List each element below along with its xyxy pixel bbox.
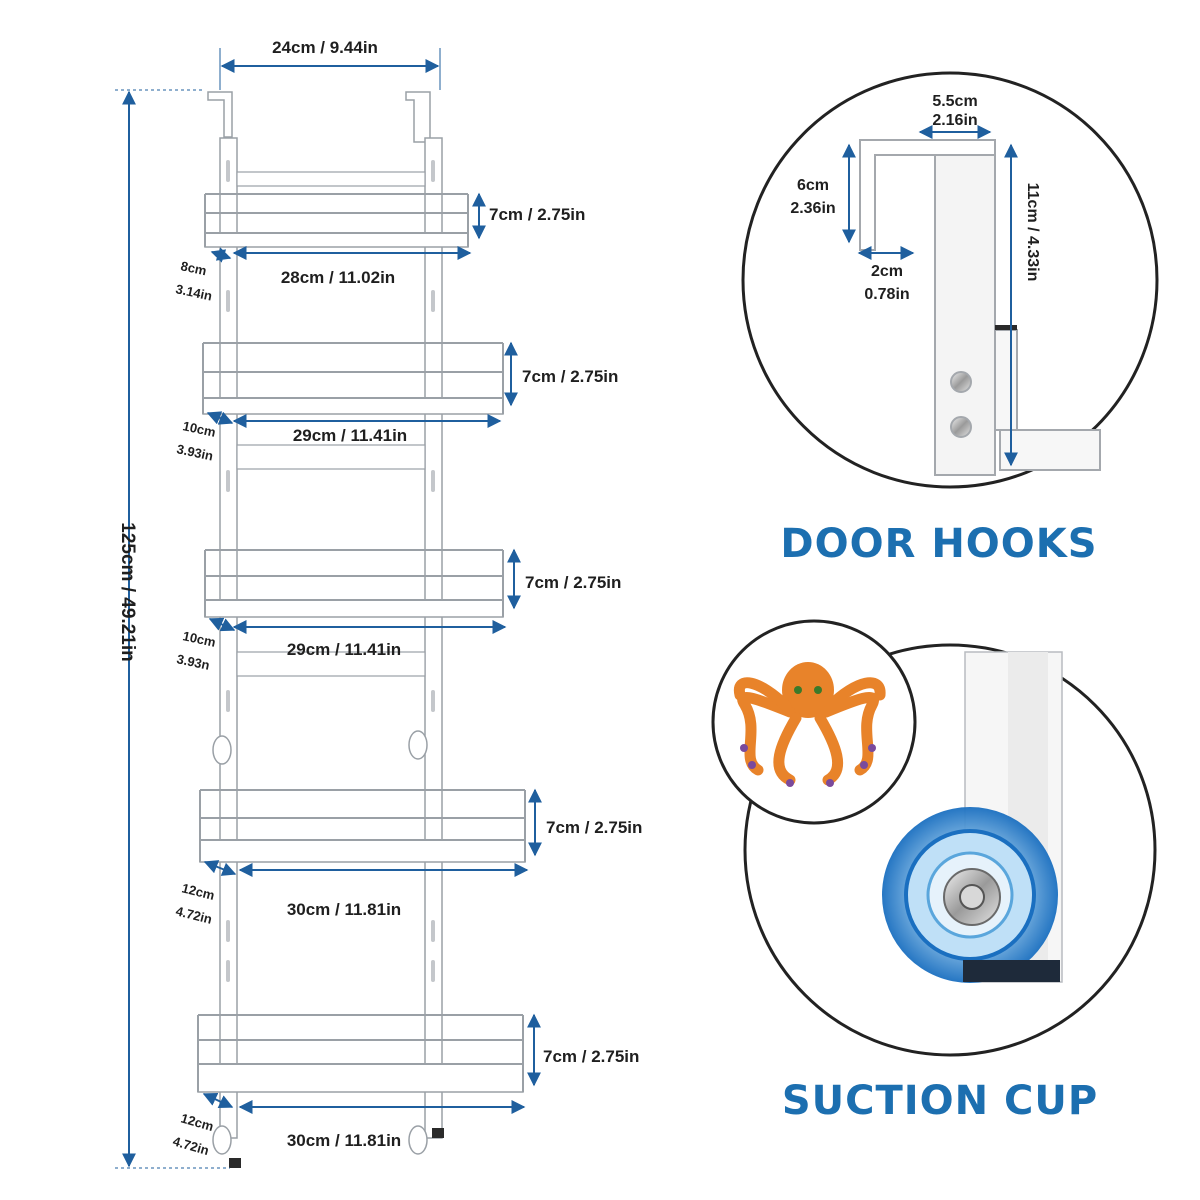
- tier-4-depth-in: 4.72in: [174, 903, 213, 926]
- door-hook-dimension-arrows: [842, 125, 1018, 467]
- tier-1-depth-cm: 8cm: [179, 258, 208, 278]
- octopus-bubble: [711, 619, 917, 825]
- door-hook-inset: 5.5cm 2.16in 6cm 2.36in 2cm 0.78in 11cm …: [741, 71, 1159, 489]
- hook-height-label: 11cm / 4.33in: [1024, 183, 1041, 282]
- tier-3-depth-arrow: [208, 617, 236, 632]
- tier-3-width-label: 29cm / 11.41in: [287, 640, 401, 659]
- hook-front-height-in: 2.36in: [790, 200, 835, 217]
- tier-3-depth-in: 3.93n: [175, 651, 211, 673]
- octopus-suckers: [740, 744, 876, 787]
- rack-shelf-tier-5: [197, 1014, 524, 1093]
- tier-1-depth-in: 3.14in: [174, 281, 213, 303]
- tier-5-width-label: 30cm / 11.81in: [287, 1131, 401, 1150]
- tier-2-depth-arrow: [206, 411, 234, 425]
- hook-front-height-cm: 6cm: [797, 177, 829, 194]
- rack-cross-braces: [236, 171, 426, 677]
- door-hook-dimension-labels: 5.5cm 2.16in 6cm 2.36in 2cm 0.78in 11cm …: [790, 93, 1041, 303]
- rack-shelf-tier-2: [202, 342, 504, 415]
- rack-dimension-arrows: [115, 48, 542, 1169]
- tier-4-depth-arrow: [203, 860, 237, 876]
- hook-screw-bottom: [950, 416, 972, 438]
- tier-2-height-label: 7cm / 2.75in: [522, 367, 618, 386]
- total-height-label: 125cm / 49.21in: [117, 522, 138, 661]
- tier-5-depth-cm: 12cm: [179, 1110, 215, 1134]
- tier-3-height-label: 7cm / 2.75in: [525, 573, 621, 592]
- tier-4-width-label: 30cm / 11.81in: [287, 900, 401, 919]
- rack-rail-slots: [226, 160, 435, 982]
- tier-5-height-label: 7cm / 2.75in: [543, 1047, 639, 1066]
- rack-shelf-tier-3: [204, 549, 504, 618]
- rack-suction-cups: [212, 730, 428, 1155]
- tier-5-depth-arrow: [202, 1092, 234, 1109]
- hook-width-in: 2.16in: [932, 112, 977, 129]
- tier-2-depth-cm: 10cm: [181, 418, 217, 440]
- tier-5-depth-in: 4.72in: [171, 1133, 211, 1158]
- suction-cup-illustration: [882, 651, 1063, 983]
- door-hooks-caption: DOOR HOOKS: [780, 521, 1097, 567]
- hook-width-cm: 5.5cm: [932, 93, 977, 110]
- tier-3-depth-cm: 10cm: [181, 628, 217, 650]
- door-hook-illustration: [859, 139, 1101, 476]
- octopus-eyes: [794, 686, 822, 694]
- rack-shelf-tier-4: [199, 789, 526, 863]
- hook-gap-in: 0.78in: [864, 286, 909, 303]
- over-door-rack: [197, 91, 526, 1168]
- top-width-label: 24cm / 9.44in: [272, 38, 378, 57]
- hook-gap-cm: 2cm: [871, 263, 903, 280]
- tier-2-depth-in: 3.93in: [175, 441, 214, 463]
- rack-dimension-labels: 24cm / 9.44in 125cm / 49.21in 7cm / 2.75…: [117, 38, 642, 1158]
- rack-side-rails: [219, 137, 443, 1139]
- tier-1-height-label: 7cm / 2.75in: [489, 205, 585, 224]
- tier-2-width-label: 29cm / 11.41in: [293, 426, 407, 445]
- tier-1-width-label: 28cm / 11.02in: [281, 268, 395, 287]
- suction-cup-inset: [711, 619, 1157, 1057]
- suction-cup-caption: SUCTION CUP: [782, 1078, 1098, 1124]
- tier-4-depth-cm: 12cm: [180, 880, 216, 903]
- tier-1-depth-arrow: [210, 247, 232, 263]
- octopus-icon: [733, 662, 886, 786]
- rack-top-hooks: [207, 91, 431, 143]
- hook-screw-top: [950, 371, 972, 393]
- tier-4-height-label: 7cm / 2.75in: [546, 818, 642, 837]
- rack-feet: [229, 1128, 444, 1168]
